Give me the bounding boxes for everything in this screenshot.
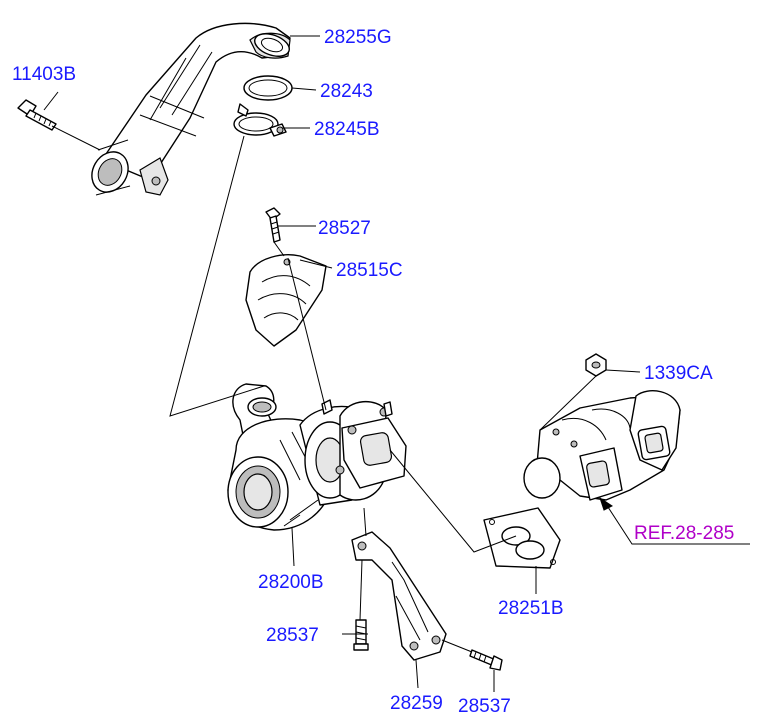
bolt-28537-right-part	[469, 649, 503, 671]
label-28255g: 28255G	[324, 27, 392, 48]
label-28245b: 28245B	[314, 119, 380, 140]
gasket-part	[483, 507, 561, 569]
label-28243: 28243	[320, 81, 373, 102]
label-28515c: 28515C	[336, 260, 403, 281]
label-28200b: 28200B	[258, 572, 324, 593]
label-1339ca: 1339CA	[644, 363, 713, 384]
label-28537-left: 28537	[266, 625, 319, 646]
reference-arrow	[599, 496, 613, 511]
turbocharger-part	[227, 383, 407, 531]
leader-lines	[43, 35, 750, 692]
bolt-28537-left-part	[353, 619, 369, 651]
nut-part	[585, 353, 607, 377]
label-28251b: 28251B	[498, 598, 564, 619]
bolt-28527-part	[265, 207, 281, 243]
label-28527: 28527	[318, 218, 371, 239]
intake-pipe-part	[91, 22, 291, 196]
bolt-11403b-part	[17, 99, 57, 131]
exhaust-manifold-part	[523, 390, 681, 501]
o-ring-part	[243, 75, 293, 101]
label-28259: 28259	[390, 693, 443, 714]
heat-shield-part	[245, 254, 327, 347]
support-bracket-part	[351, 531, 447, 661]
hose-clamp-part	[233, 103, 287, 137]
label-ref-28-285[interactable]: REF.28-285	[634, 523, 734, 544]
label-11403b: 11403B	[12, 64, 76, 85]
label-28537-right: 28537	[458, 696, 511, 717]
